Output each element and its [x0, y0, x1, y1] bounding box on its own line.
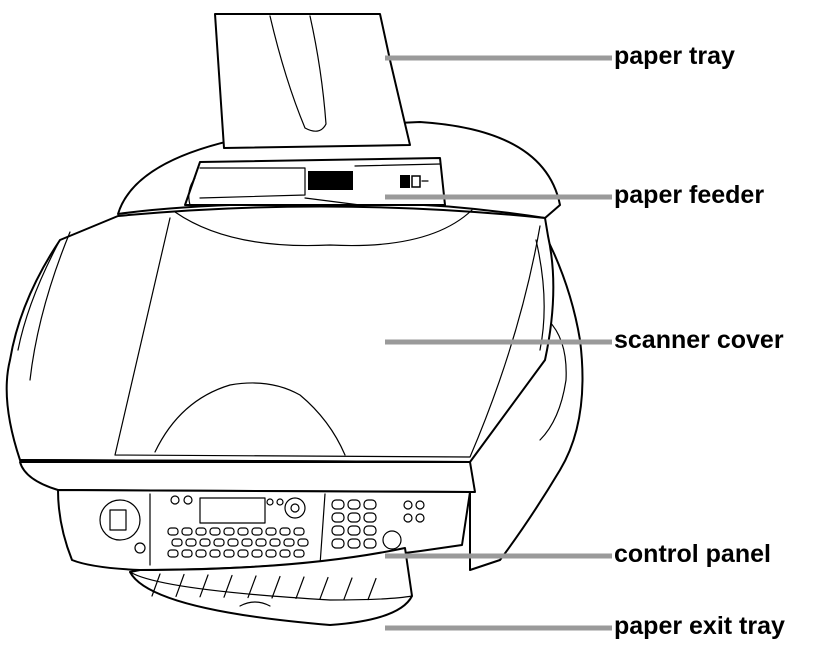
keypad-key [347, 512, 361, 523]
keyboard-key [167, 527, 179, 536]
keyboard-key [223, 527, 235, 536]
keyboard-key [251, 527, 263, 536]
label-paper-feeder: paper feeder [614, 181, 765, 209]
scanner-cover-right-edge [535, 239, 545, 351]
keyboard-key [171, 538, 183, 547]
right-side-body [469, 224, 584, 571]
keyboard-key [195, 527, 207, 536]
keyboard-key [265, 549, 277, 558]
keyboard-key [237, 527, 249, 536]
scanner-cover-handle [154, 382, 346, 456]
keyboard-key [209, 527, 221, 536]
exit-tray-slat [343, 577, 353, 600]
keypad-key [363, 525, 377, 536]
exit-tray-slat [151, 573, 161, 597]
keyboard-key [181, 527, 193, 536]
paper-exit-tray-assembly [129, 547, 413, 626]
scanner-cover-left-edge [17, 231, 71, 381]
keyboard-key [185, 538, 197, 547]
label-paper-tray: paper tray [614, 42, 735, 70]
keypad-key [331, 538, 345, 549]
keyboard-key [293, 527, 305, 536]
keyboard-key [283, 538, 295, 547]
paper-feeder-assembly [184, 157, 446, 206]
keyboard-key [199, 538, 211, 547]
exit-tray-slat [295, 576, 305, 599]
keypad-key [347, 499, 361, 510]
exit-tray-slat [199, 574, 209, 598]
paper-tray-groove [269, 15, 327, 132]
keyboard-key [213, 538, 225, 547]
keyboard-key [167, 549, 179, 558]
keyboard-key [241, 538, 253, 547]
exit-tray-slat [247, 575, 257, 599]
keyboard-key [279, 527, 291, 536]
keyboard-key [265, 527, 277, 536]
exit-tray-slat [271, 575, 281, 599]
exit-tray-slat [319, 576, 329, 600]
keyboard-key [223, 549, 235, 558]
keypad-key [331, 499, 345, 510]
keyboard-key [195, 549, 207, 558]
keypad-key [331, 525, 345, 536]
keyboard-key [293, 549, 305, 558]
keypad-key [347, 538, 361, 549]
right-side-inner [539, 319, 567, 441]
keyboard-key [269, 538, 281, 547]
keypad-key [363, 499, 377, 510]
keyboard-key [255, 538, 267, 547]
keypad-key [347, 525, 361, 536]
label-scanner-cover: scanner cover [614, 326, 784, 354]
exit-tray-slat [175, 573, 185, 597]
scanner-cover-shape [5, 205, 555, 463]
keyboard-key [181, 549, 193, 558]
keyboard-key [237, 549, 249, 558]
keypad-key [363, 512, 377, 523]
keypad-key [331, 512, 345, 523]
exit-tray-slat [367, 577, 377, 601]
keyboard-key [279, 549, 291, 558]
keyboard-key [297, 538, 309, 547]
keyboard-key [251, 549, 263, 558]
label-paper-exit-tray: paper exit tray [614, 612, 785, 640]
keyboard-key [227, 538, 239, 547]
keypad-key [363, 538, 377, 549]
scanner-cover-top-recess [174, 209, 473, 247]
exit-tray-slat [223, 574, 233, 598]
label-control-panel: control panel [614, 540, 771, 568]
front-base [19, 461, 476, 493]
paper-tray-shape [214, 13, 411, 149]
keyboard-key [209, 549, 221, 558]
